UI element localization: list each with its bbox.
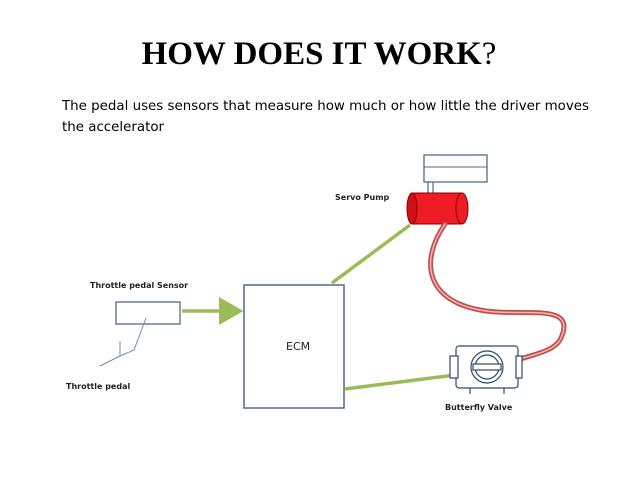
slide-title: HOW DOES IT WORK? — [0, 36, 638, 73]
title-main: HOW DOES IT WORK — [141, 36, 482, 72]
reservoir-box — [423, 154, 488, 183]
servo-cable-inner — [429, 223, 565, 361]
ecm-box — [243, 284, 345, 409]
throttle-pedal-label: Throttle pedal — [66, 382, 130, 391]
title-question-mark: ? — [481, 36, 497, 72]
throttle-sensor-box — [115, 301, 181, 325]
throttle-pedal-linkage — [99, 317, 147, 367]
servo-cable-outer — [428, 221, 567, 363]
ecm-to-valve-line — [344, 373, 456, 391]
ecm-label: ECM — [286, 340, 310, 353]
ecm-to-servo-line — [330, 223, 412, 285]
butterfly-valve — [449, 345, 523, 394]
servo-pump — [406, 192, 469, 225]
servo-pump-label: Servo Pump — [335, 193, 390, 202]
slide-subtitle: The pedal uses sensors that measure how … — [62, 99, 590, 135]
butterfly-valve-label: Butterfly Valve — [445, 403, 513, 412]
throttle-sensor-label: Throttle pedal Sensor — [90, 281, 188, 290]
